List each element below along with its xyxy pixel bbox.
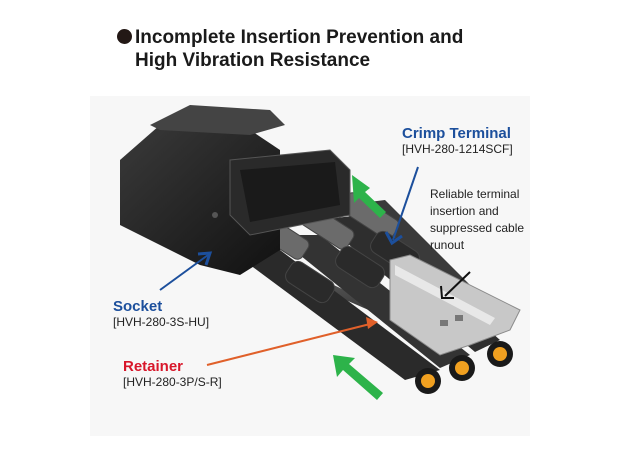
socket-part-number: [HVH-280-3S-HU] [113,315,210,329]
retainer-part-number: [HVH-280-3P/S-R] [123,375,222,389]
note-line-4: runout [430,238,465,252]
socket-body [120,105,351,275]
socket-arrow [159,251,213,291]
socket-label: Socket [HVH-280-3S-HU] [113,298,209,329]
note-arrow [440,271,471,299]
title-line-2: High Vibration Resistance [135,50,371,71]
insertion-arrow-lower [333,355,383,400]
page-title: Incomplete Insertion Prevention and High… [117,26,463,72]
feature-note: Reliable terminal insertion and suppress… [430,186,524,254]
crimp-terminal-part-number: [HVH-280-1214SCF] [402,142,513,156]
retainer-name: Retainer [123,358,184,375]
crimp-arrow [384,166,419,246]
retainer-label: Retainer [HVH-280-3P/S-R] [123,358,222,389]
crimp-terminal-name: Crimp Terminal [402,125,511,142]
note-line-3: suppressed cable [430,221,525,235]
retainer-arrow [206,317,378,366]
bullet-icon [117,29,132,44]
socket-name: Socket [113,298,163,315]
title-line-1: Incomplete Insertion Prevention and [135,27,464,48]
insertion-arrow-upper [352,175,386,218]
note-line-1: Reliable terminal [430,187,520,201]
note-line-2: insertion and [430,204,499,218]
cable-ends [415,341,513,394]
crimp-terminal-label: Crimp Terminal [HVH-280-1214SCF] [402,125,513,156]
